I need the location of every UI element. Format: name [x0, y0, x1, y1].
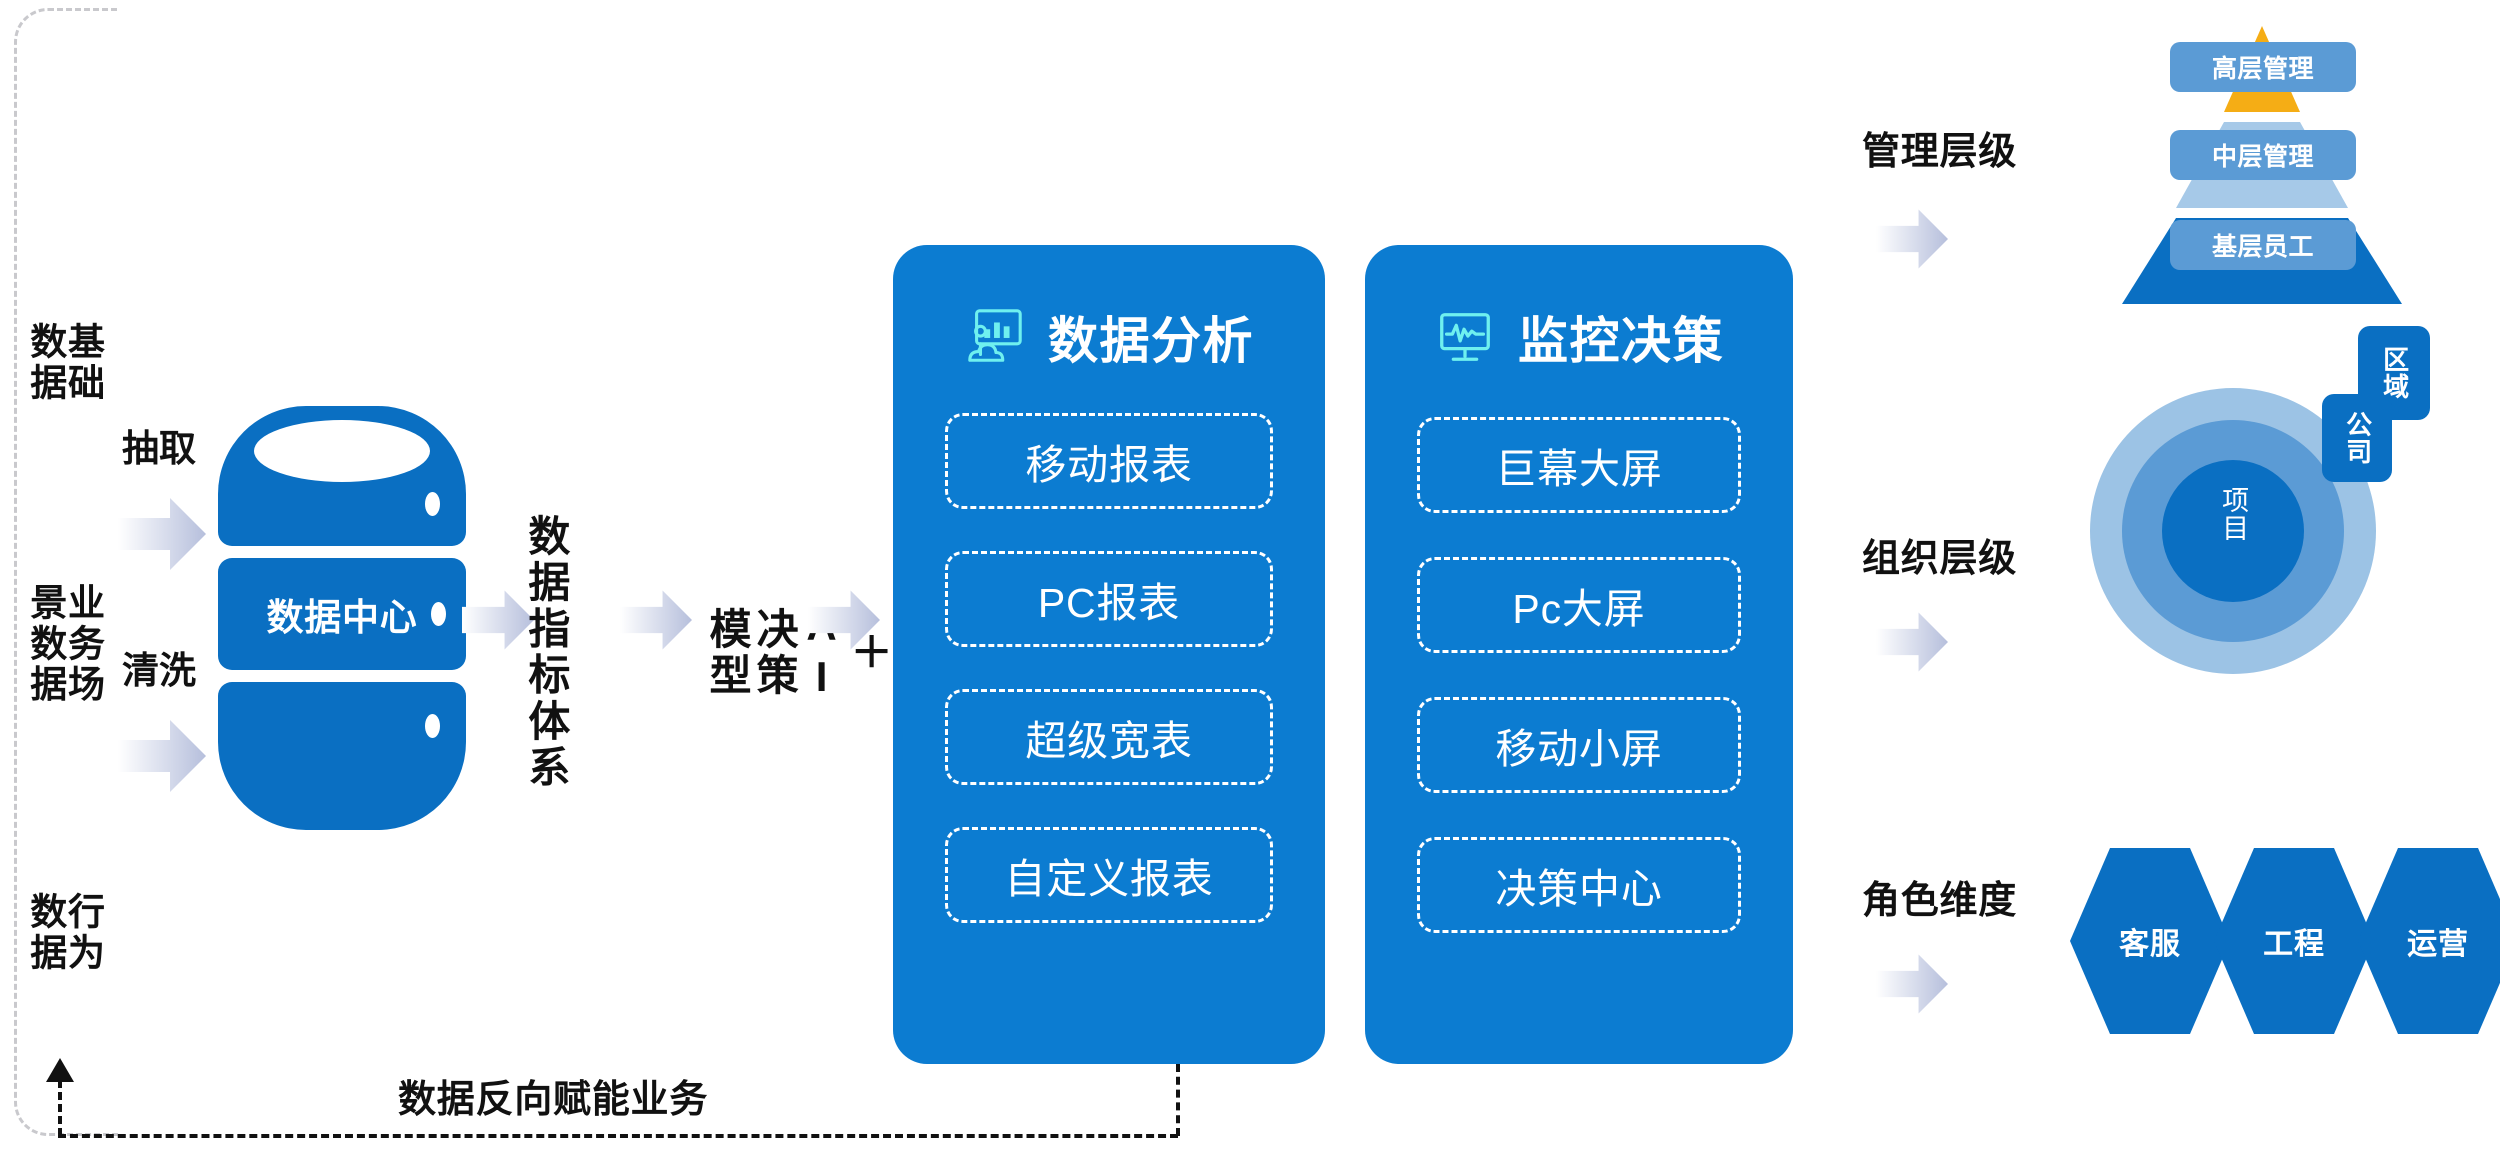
chart-board-icon	[968, 309, 1022, 362]
management-pyramid: 高层管理 中层管理 基层员工	[2072, 18, 2452, 310]
monitor-pulse-icon	[1440, 313, 1490, 361]
chip-label: PC报表	[1037, 580, 1181, 626]
feedback-arrowhead-icon	[46, 1058, 74, 1082]
pyramid-tier-label: 基层员工	[2211, 233, 2314, 261]
hex-label: 客服	[2119, 928, 2181, 961]
cylinder-bottom-segment	[218, 682, 466, 830]
cylinder-top-segment	[218, 406, 466, 546]
clean-label: 清洗	[122, 650, 196, 691]
chip-label: 决策中心	[1495, 866, 1663, 912]
arrow-to-pyramid	[1876, 205, 1948, 273]
chip-pc-screen[interactable]: Pc大屏	[1417, 557, 1741, 653]
arrow-to-circles	[1876, 608, 1948, 676]
chip-label: 移动报表	[1025, 442, 1193, 488]
hex-operations[interactable]: 运营	[2358, 848, 2500, 1034]
arrow-extract	[118, 496, 206, 572]
panel-monitoring-decision[interactable]: 监控决策 巨幕大屏 Pc大屏 移动小屏 决策中心	[1365, 245, 1793, 1064]
panel-1-header: 数据分析	[893, 301, 1325, 373]
chip-label: Pc大屏	[1512, 586, 1646, 632]
feedback-line-horizontal	[58, 1134, 1178, 1138]
pyramid-tier-middle[interactable]: 中层管理	[2170, 130, 2356, 180]
pyramid-tier-top[interactable]: 高层管理	[2170, 42, 2356, 92]
chip-label: 自定义报表	[1004, 856, 1214, 902]
arrow-to-metrics	[462, 584, 534, 656]
arrow-to-model	[620, 584, 692, 656]
pyramid-tier-label: 高层管理	[2211, 55, 2314, 83]
chip-super-wide-table[interactable]: 超级宽表	[945, 689, 1273, 785]
tag-company-label: 公司	[2342, 410, 2373, 466]
data-center-label: 数据中心	[266, 597, 418, 638]
feedback-line-vertical-right	[1176, 1064, 1180, 1136]
tag-region-label: 区域	[2379, 345, 2410, 401]
data-center-cylinder: 数据中心	[218, 406, 466, 832]
hex-customer-service[interactable]: 客服	[2070, 848, 2230, 1034]
metrics-system-label: 数据指标体系	[522, 514, 570, 792]
cylinder-top-hole	[254, 420, 430, 482]
arrow-to-panels	[808, 584, 880, 656]
cylinder-indicator-dot	[425, 492, 440, 516]
cylinder-bottom-dot	[425, 714, 440, 738]
panel-1-title: 数据分析	[1048, 313, 1254, 369]
hex-label: 工程	[2263, 928, 2325, 961]
chip-label: 移动小屏	[1495, 726, 1663, 772]
chip-pc-report[interactable]: PC报表	[945, 551, 1273, 647]
data-center-band: 数据中心	[218, 558, 466, 670]
label-role-dimension: 角色维度	[1862, 880, 2018, 922]
source-label-behavior: 行为 数据	[24, 891, 104, 974]
hex-label: 运营	[2407, 928, 2469, 961]
pyramid-tier-label: 中层管理	[2211, 143, 2314, 171]
chip-decision-center[interactable]: 决策中心	[1417, 837, 1741, 933]
chip-mobile-report[interactable]: 移动报表	[945, 413, 1273, 509]
arrow-to-roles	[1876, 950, 1948, 1018]
feedback-label: 数据反向赋能业务	[398, 1079, 709, 1121]
circle-project-label: 项目	[2218, 486, 2249, 543]
chip-label: 超级宽表	[1025, 718, 1193, 764]
chip-giant-screen[interactable]: 巨幕大屏	[1417, 417, 1741, 513]
label-organization-hierarchy: 组织层级	[1862, 538, 2018, 580]
pyramid-tier-base[interactable]: 基层员工	[2170, 220, 2356, 270]
panel-2-header: 监控决策	[1365, 301, 1793, 373]
organization-circles: 项目 区域 公司	[2090, 326, 2430, 688]
chip-mobile-screen[interactable]: 移动小屏	[1417, 697, 1741, 793]
tag-company[interactable]: 公司	[2322, 394, 2392, 482]
chip-label: 巨幕大屏	[1495, 446, 1663, 492]
chip-custom-report[interactable]: 自定义报表	[945, 827, 1273, 923]
panel-data-analysis[interactable]: 数据分析 移动报表 PC报表 超级宽表 自定义报表	[893, 245, 1325, 1064]
panel-2-title: 监控决策	[1518, 313, 1724, 369]
circle-project[interactable]	[2162, 460, 2304, 602]
feedback-line-vertical-left	[58, 1080, 62, 1136]
label-management-hierarchy: 管理层级	[1862, 131, 2018, 173]
source-label-business: 业务场 景数据	[24, 583, 104, 706]
role-hexagons: 客服 工程 运营	[2070, 848, 2500, 1038]
hex-engineering[interactable]: 工程	[2214, 848, 2374, 1034]
cylinder-band-dot	[431, 602, 446, 626]
source-label-foundation: 基础 数据	[24, 321, 104, 404]
extract-label: 抽取	[122, 428, 196, 469]
arrow-clean	[118, 718, 206, 794]
